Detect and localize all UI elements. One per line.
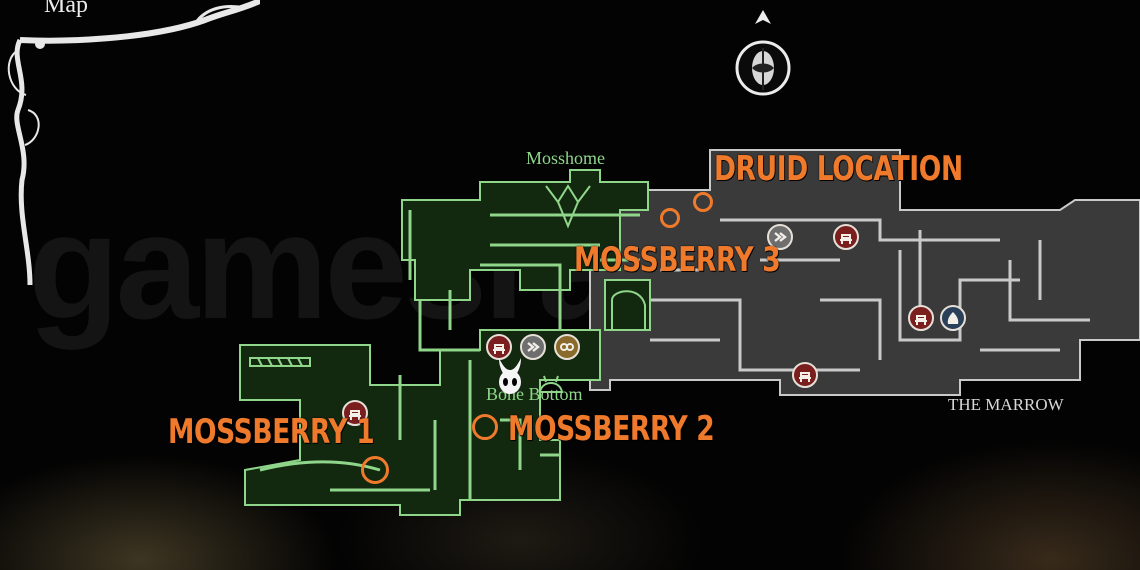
mosshome-emblem [545, 184, 591, 229]
callout-druid-location: DRUID LOCATION [714, 149, 963, 189]
region-name-mosshome: Mosshome [526, 148, 606, 168]
marrow-rooms [589, 149, 1140, 396]
map-menu-title[interactable]: Map [44, 0, 88, 18]
callout-mossberry-3: MOSSBERRY 3 [574, 240, 781, 280]
bench-icon[interactable] [833, 224, 859, 250]
bench-icon[interactable] [908, 305, 934, 331]
map-menu-frame [7, 0, 260, 286]
compass-icon [735, 10, 791, 96]
druid-location-marker [693, 192, 713, 212]
mossberry-1-marker [361, 456, 389, 484]
bench-icon[interactable] [792, 362, 818, 388]
region-name-the-marrow: THE MARROW [948, 395, 1064, 414]
hatched-bridge [249, 357, 311, 367]
shop-icon[interactable] [554, 334, 580, 360]
bench-icon[interactable] [486, 334, 512, 360]
mossberry-2-marker [472, 414, 498, 440]
moss-corridors [259, 210, 640, 500]
callout-mossberry-2: MOSSBERRY 2 [508, 409, 715, 449]
fast-travel-icon[interactable] [767, 224, 793, 250]
bug-figure-icon [538, 375, 564, 393]
gate-arch [611, 290, 646, 330]
mossberry-3-marker [660, 208, 680, 228]
flea-icon[interactable] [940, 305, 966, 331]
player-marker-icon [499, 358, 521, 394]
callout-mossberry-1: MOSSBERRY 1 [168, 412, 375, 452]
bench-icon[interactable] [342, 400, 368, 426]
fast-travel-icon[interactable] [520, 334, 546, 360]
